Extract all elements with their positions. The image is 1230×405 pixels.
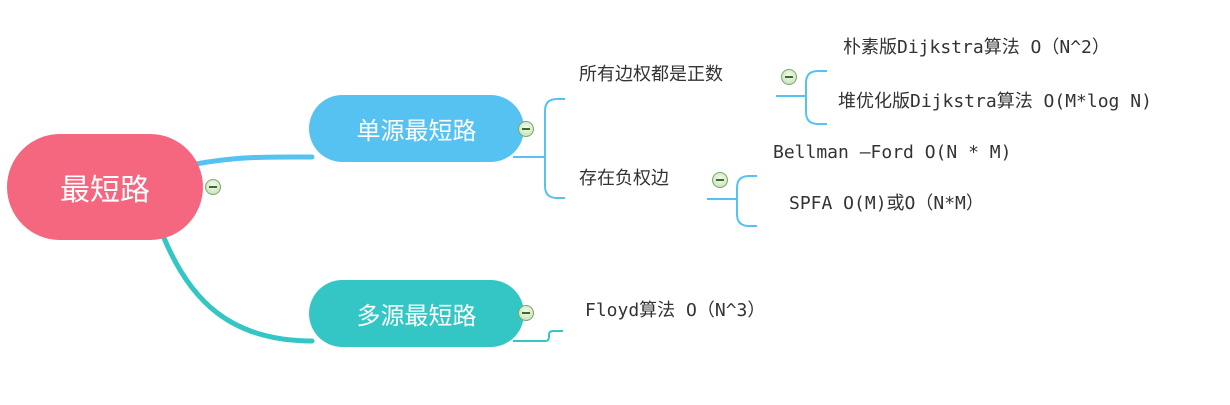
link-root-single [193, 154, 315, 167]
bracket-positive [776, 70, 827, 125]
root-label: 最短路 [60, 173, 150, 208]
root-node[interactable]: 最短路 [7, 134, 203, 240]
collapse-minus-icon[interactable] [518, 121, 534, 137]
leaf-topic-spfa[interactable]: SPFA O(M)或O（N*M） [789, 193, 984, 214]
single-source-label: 单源最短路 [356, 117, 477, 145]
bracket-multi [513, 330, 563, 342]
leaf-topic-dijkstra-heap[interactable]: 堆优化版Dijkstra算法 O(M*log N) [838, 91, 1152, 112]
collapse-minus-icon[interactable] [781, 69, 797, 85]
positive-weights-topic[interactable]: 所有边权都是正数 [579, 64, 723, 85]
collapse-minus-icon[interactable] [205, 179, 221, 195]
bracket-single [513, 98, 565, 199]
leaf-topic-dijkstra-naive[interactable]: 朴素版Dijkstra算法 O（N^2） [843, 37, 1110, 58]
negative-weights-topic[interactable]: 存在负权边 [579, 168, 669, 189]
link-root-multi [161, 235, 315, 344]
single-source-node[interactable]: 单源最短路 [309, 95, 524, 162]
multi-source-node[interactable]: 多源最短路 [309, 280, 524, 347]
leaf-topic-floyd[interactable]: Floyd算法 O（N^3） [585, 300, 766, 321]
multi-source-label: 多源最短路 [356, 302, 477, 330]
collapse-minus-icon[interactable] [518, 305, 534, 321]
bracket-negative [707, 175, 757, 227]
collapse-minus-icon[interactable] [712, 172, 728, 188]
leaf-topic-bellman-ford[interactable]: Bellman —Ford O(N * M) [773, 142, 1012, 163]
